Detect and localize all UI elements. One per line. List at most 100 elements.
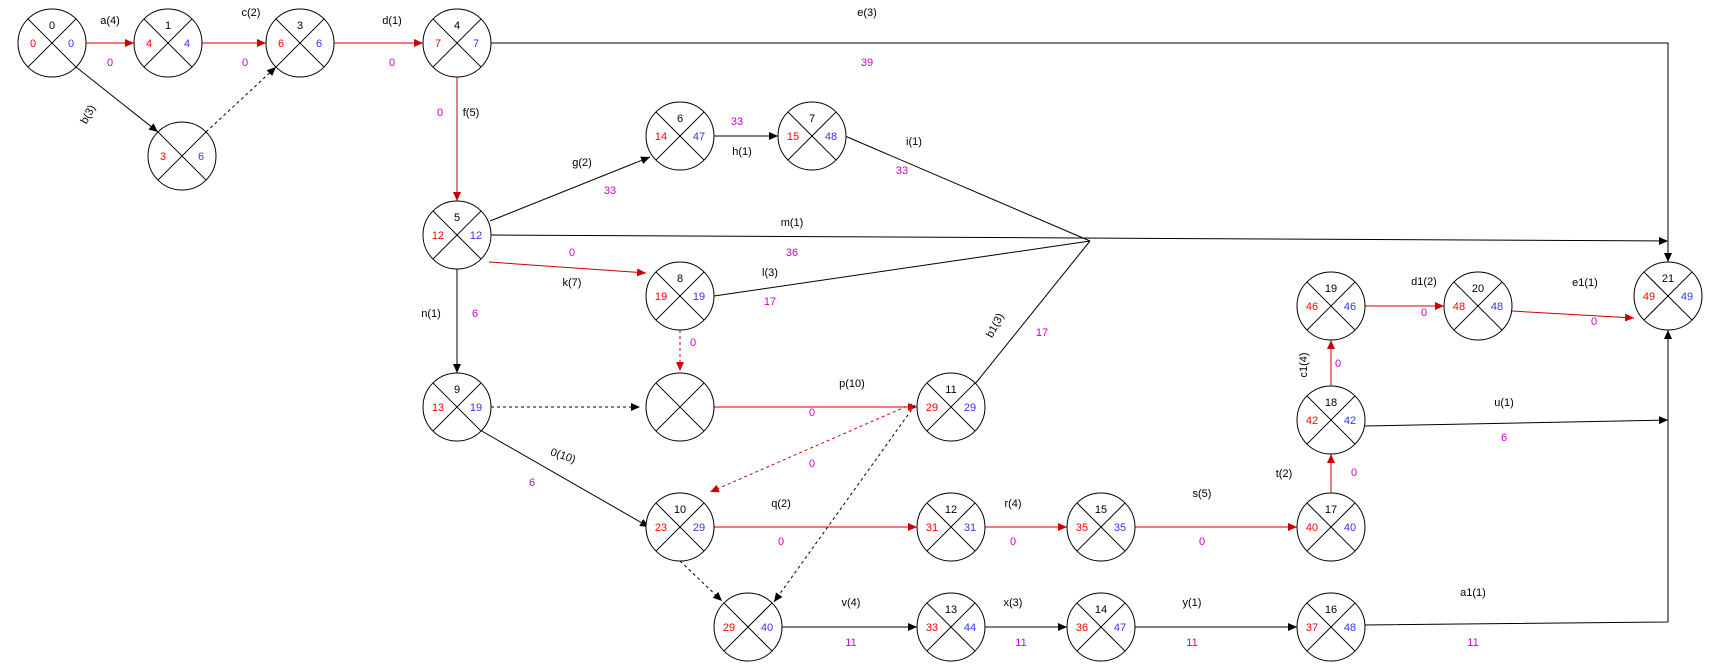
node-divider [1076, 502, 1126, 552]
node-latest-time: 42 [1344, 415, 1356, 427]
node-earliest-time: 0 [30, 38, 36, 50]
node-number: 16 [1325, 604, 1337, 616]
node-number: 7 [809, 113, 815, 125]
slack-label-h: 33 [731, 116, 743, 128]
node-divider [1453, 281, 1503, 331]
node-divider [143, 18, 193, 68]
node-number: 6 [677, 113, 683, 125]
node-divider [275, 18, 325, 68]
activity-label-o: 0(10) [549, 446, 577, 465]
node-latest-time: 31 [964, 522, 976, 534]
activity-label-s: s(5) [1193, 488, 1212, 500]
slack-label-v: 11 [845, 637, 856, 649]
node-earliest-time: 7 [435, 38, 441, 50]
activity-label-l: l(3) [762, 267, 778, 279]
edge-g [489, 156, 651, 222]
node-divider [787, 111, 837, 161]
slack-label-d: 0 [389, 57, 395, 69]
slack-label-d1: 0 [1421, 307, 1427, 319]
node-latest-time: 48 [1491, 301, 1503, 313]
node-divider [1306, 395, 1356, 445]
node-number: 13 [945, 604, 957, 616]
node-number: 20 [1472, 283, 1484, 295]
node-divider [1306, 502, 1356, 552]
edge-k [488, 261, 647, 277]
node-latest-time: 40 [761, 622, 773, 634]
slack-label-m: 36 [786, 247, 798, 259]
node-number: 11 [945, 384, 956, 396]
node-divider [1306, 602, 1356, 652]
slack-label-y: 11 [1186, 637, 1197, 649]
node-earliest-time: 13 [432, 402, 444, 414]
node-earliest-time: 33 [926, 622, 938, 634]
node-earliest-time: 35 [1076, 522, 1088, 534]
activity-label-k: k(7) [563, 277, 582, 289]
event-node-14: 14 36 47 [1066, 592, 1136, 662]
node-number: 5 [454, 212, 460, 224]
activity-label-c: c(2) [242, 7, 261, 19]
event-node-nd [645, 372, 715, 442]
activity-label-m: m(1) [781, 217, 804, 229]
node-divider [432, 18, 482, 68]
node-number: 8 [677, 273, 683, 285]
activity-label-x: x(3) [1004, 597, 1023, 609]
slack-label-x: 11 [1015, 637, 1026, 649]
slack-label-c1: 0 [1335, 358, 1341, 370]
node-earliest-time: 46 [1306, 301, 1318, 313]
activity-label-n: n(1) [421, 308, 441, 320]
slack-label-a: 0 [107, 57, 113, 69]
node-divider [432, 210, 482, 260]
node-latest-time: 49 [1681, 291, 1693, 303]
edge-i [844, 135, 1091, 242]
node-earliest-time: 36 [1076, 622, 1088, 634]
slack-label-q: 0 [778, 536, 784, 548]
activity-label-h: h(1) [732, 146, 752, 158]
node-number: 14 [1095, 604, 1107, 616]
edge-m [490, 234, 1669, 245]
node-divider [1076, 602, 1126, 652]
node-divider [655, 502, 705, 552]
edge-dummy11 [709, 403, 913, 493]
activity-label-f: f(5) [463, 107, 480, 119]
slack-label-g: 33 [604, 185, 616, 197]
node-number: 0 [49, 20, 55, 32]
node-number: 12 [945, 504, 957, 516]
slack-label-k: 0 [569, 247, 575, 259]
node-divider [27, 18, 77, 68]
activity-label-y: y(1) [1183, 597, 1202, 609]
slack-label-dummy11: 0 [809, 458, 815, 470]
node-number: 18 [1325, 397, 1337, 409]
node-latest-time: 35 [1114, 522, 1126, 534]
node-divider [1306, 281, 1356, 331]
node-divider [926, 382, 976, 432]
edge-b1 [974, 240, 1091, 385]
node-earliest-time: 12 [432, 230, 444, 242]
node-latest-time: 0 [68, 38, 74, 50]
slack-label-l: 17 [764, 296, 776, 308]
node-divider [723, 602, 773, 652]
node-latest-time: 29 [964, 402, 976, 414]
edge-dummy11v [773, 404, 916, 603]
node-number: 15 [1095, 504, 1107, 516]
node-latest-time: 4 [184, 38, 190, 50]
slack-label-t: 0 [1351, 467, 1357, 479]
event-node-15: 15 35 35 [1066, 492, 1136, 562]
node-latest-time: 47 [1114, 622, 1126, 634]
edge-a1 [1364, 330, 1672, 626]
node-latest-time: 19 [470, 402, 482, 414]
node-number: 17 [1325, 504, 1337, 516]
edge-lshape [713, 240, 1091, 297]
node-earliest-time: 6 [278, 38, 284, 50]
node-number: 10 [674, 504, 686, 516]
node-latest-time: 47 [693, 131, 705, 143]
